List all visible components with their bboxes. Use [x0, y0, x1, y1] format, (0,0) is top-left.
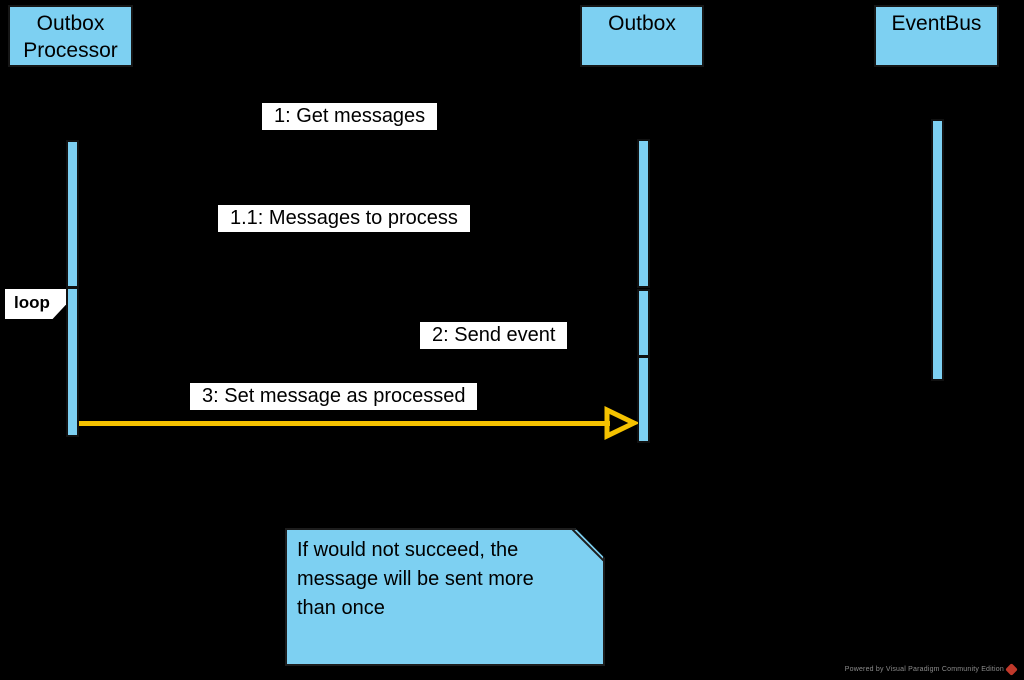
activation-bar-outbox-processor-2 — [66, 287, 79, 437]
note-text-line: message will be sent more — [297, 568, 534, 590]
watermark: Powered by Visual Paradigm Community Edi… — [844, 663, 1018, 676]
loop-fragment-operator: loop — [5, 289, 66, 319]
note-box: If would not succeed, the message will b… — [285, 528, 605, 666]
note-text-line: If would not succeed, the — [297, 539, 519, 561]
participant-outbox: Outbox — [580, 5, 704, 67]
participant-label: EventBus — [891, 12, 982, 35]
open-arrowhead-icon — [604, 406, 638, 440]
message-label-set-message-processed: 3: Set message as processed — [190, 383, 478, 410]
message-label-send-event: 2: Send event — [420, 322, 568, 349]
participant-label: Outbox — [608, 12, 676, 35]
note-text-line: than once — [297, 597, 385, 619]
participant-label: Outbox Processor — [23, 12, 118, 62]
participant-outbox-processor: Outbox Processor — [8, 5, 133, 67]
visual-paradigm-logo-icon — [1005, 663, 1018, 676]
message-arrow-line — [79, 421, 610, 426]
message-label-messages-to-process: 1.1: Messages to process — [218, 205, 470, 232]
activation-bar-outbox-2 — [637, 289, 650, 357]
activation-bar-eventbus — [931, 119, 944, 381]
activation-bar-outbox-processor-1 — [66, 140, 79, 288]
activation-bar-outbox-1 — [637, 139, 650, 288]
message-label-get-messages: 1: Get messages — [262, 103, 438, 130]
activation-bar-outbox-3 — [637, 356, 650, 443]
participant-eventbus: EventBus — [874, 5, 999, 67]
watermark-text: Powered by Visual Paradigm Community Edi… — [844, 666, 1004, 673]
